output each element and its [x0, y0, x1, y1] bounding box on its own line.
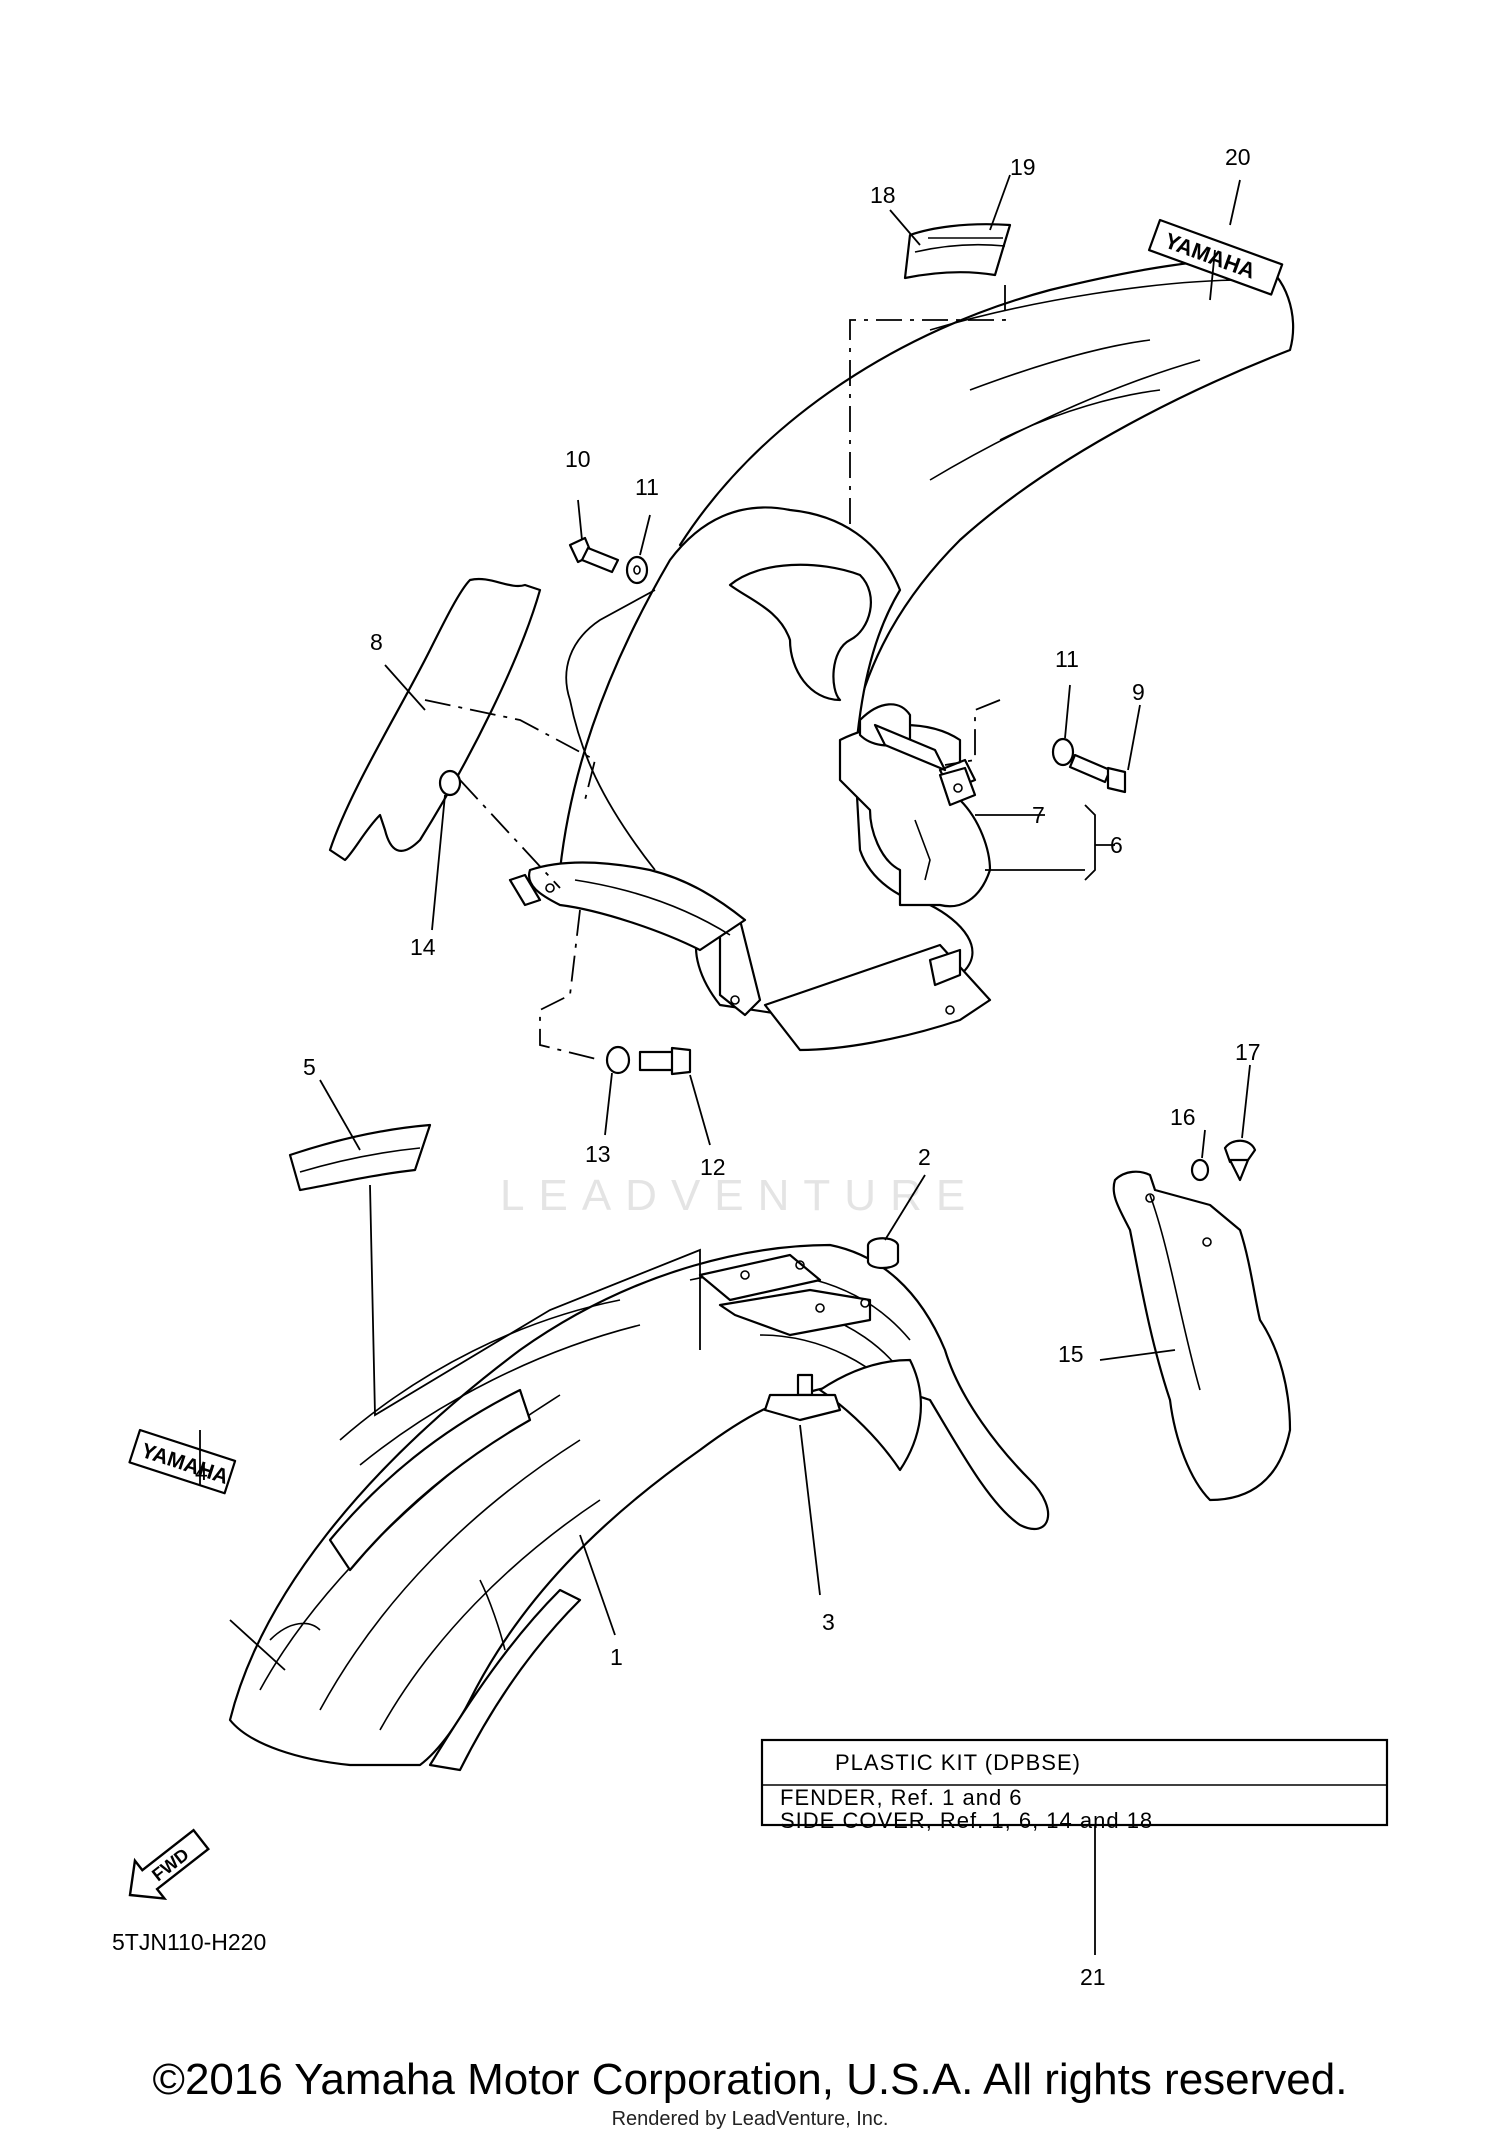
callout-19: 19: [1010, 154, 1036, 180]
callout-10: 10: [565, 446, 591, 472]
side-cover-8: [328, 577, 542, 862]
mud-guard-15: [1112, 1170, 1292, 1502]
callout-21: 21: [1080, 1964, 1106, 1990]
callout-6: 6: [1110, 832, 1123, 858]
drawing-code: 5TJN110-H220: [112, 1929, 266, 1955]
leader-lines: [199, 174, 1251, 1955]
copyright-notice: ©2016 Yamaha Motor Corporation, U.S.A. A…: [152, 2055, 1348, 2104]
callout-14: 14: [410, 934, 436, 960]
callout-17: 17: [1235, 1039, 1261, 1065]
callout-8: 8: [370, 629, 383, 655]
rendered-by-notice: Rendered by LeadVenture, Inc.: [611, 2108, 889, 2130]
front-fender: [228, 1243, 1050, 1772]
plastic-kit-box: PLASTIC KIT (DPBSE) FENDER, Ref. 1 and 6…: [760, 1738, 1389, 1833]
callout-12: 12: [700, 1154, 726, 1180]
rear-fender: [508, 259, 1295, 1052]
callout-2: 2: [918, 1144, 931, 1170]
fasteners: [438, 536, 1257, 1422]
callout-7: 7: [1032, 802, 1045, 828]
kit-box-line2: SIDE COVER, Ref. 1, 6, 14 and 18: [780, 1808, 1153, 1833]
callout-16: 16: [1170, 1104, 1196, 1130]
assembly-lines: [369, 285, 1006, 1417]
callout-numbers: 1 2 3 4 5 6 7 8 9 10 11 11 12 13 14 15 1…: [195, 144, 1261, 1990]
callout-20: 20: [1225, 144, 1251, 170]
callout-9: 9: [1132, 679, 1145, 705]
kit-box-line1: FENDER, Ref. 1 and 6: [780, 1785, 1023, 1810]
callout-15: 15: [1058, 1341, 1084, 1367]
callout-3: 3: [822, 1609, 835, 1635]
decal-4: YAMAHA: [128, 1428, 237, 1495]
fwd-arrow-icon: FWD: [128, 1828, 210, 1901]
callout-13: 13: [585, 1141, 611, 1167]
callout-11a: 11: [635, 474, 659, 500]
callout-4: 4: [195, 1459, 208, 1485]
callout-1: 1: [610, 1644, 623, 1670]
kit-box-title: PLASTIC KIT (DPBSE): [835, 1750, 1081, 1775]
callout-18: 18: [870, 182, 896, 208]
callout-11b: 11: [1055, 646, 1079, 672]
watermark-text: LEADVENTURE: [500, 1171, 979, 1220]
callout-5: 5: [303, 1054, 316, 1080]
